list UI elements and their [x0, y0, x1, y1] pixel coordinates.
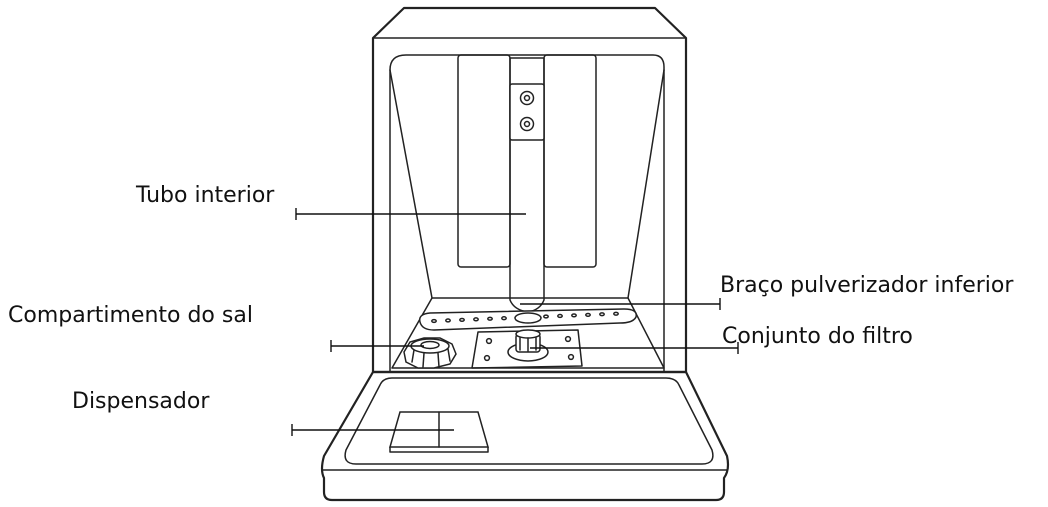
spray-arm-holes	[431, 311, 619, 324]
spray-hole	[501, 316, 507, 321]
open-door	[320, 370, 730, 502]
spray-hole	[557, 313, 563, 319]
spray-hole	[445, 318, 451, 323]
label-salt-compartment: Compartimento do sal	[8, 303, 253, 328]
leader-line-dispenser	[291, 424, 454, 436]
inner-tube	[509, 57, 545, 313]
leader-line-inner-tube	[295, 208, 526, 220]
leader-line-salt-compartment	[330, 340, 424, 352]
leader-line-filter-assembly	[530, 342, 739, 354]
label-inner-tube: Tubo interior	[135, 183, 275, 208]
lower-spray-arm	[418, 308, 637, 331]
spray-hole	[543, 314, 549, 319]
salt-compartment-cap	[403, 337, 457, 369]
spray-hole	[585, 312, 591, 317]
label-filter-assembly: Conjunto do filtro	[722, 324, 913, 349]
spray-hole	[487, 316, 493, 321]
spray-hole	[431, 318, 437, 324]
upper-spray-connector	[509, 83, 545, 141]
spray-hole	[613, 311, 619, 316]
label-dispenser: Dispensador	[72, 389, 210, 414]
spray-hole	[473, 317, 479, 322]
spray-hole	[599, 312, 605, 317]
leader-line-lower-spray-arm	[520, 298, 721, 310]
label-lower-spray-arm: Braço pulverizador inferior	[720, 273, 1014, 298]
detergent-dispenser	[389, 411, 489, 453]
spray-hole	[571, 313, 577, 318]
filter-assembly	[471, 329, 583, 369]
spray-hole	[459, 317, 465, 323]
